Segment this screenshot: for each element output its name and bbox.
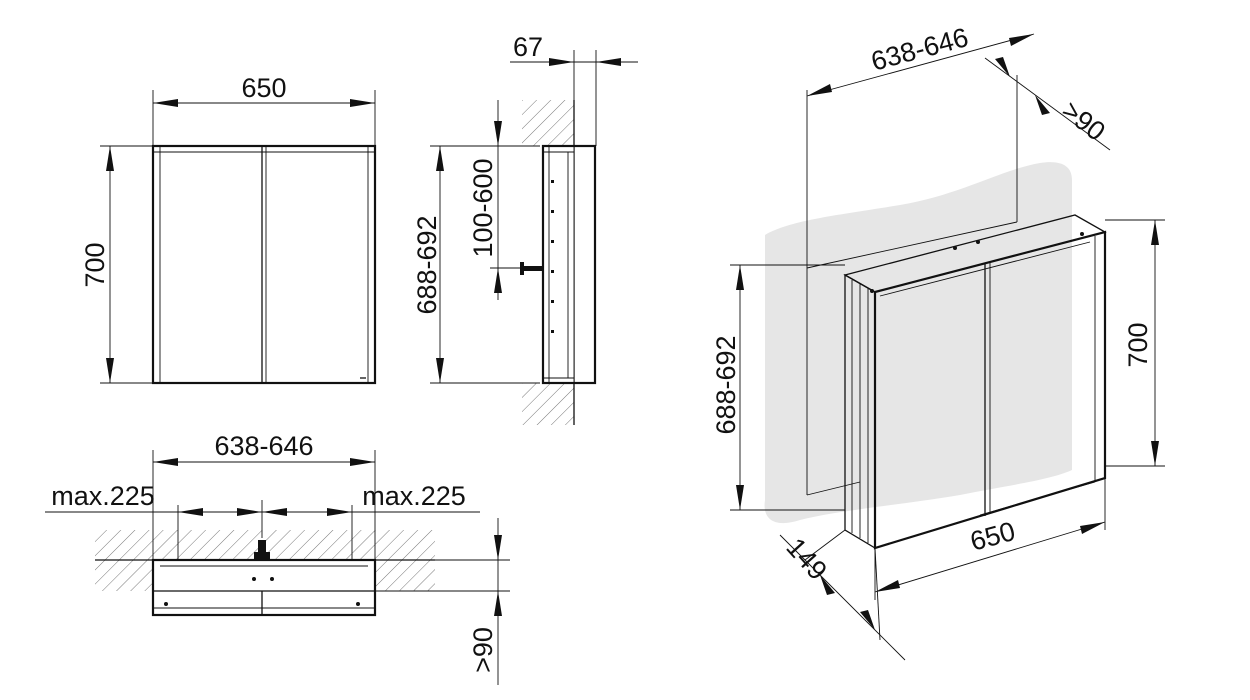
wall-shadow — [764, 162, 1072, 524]
iso-mount-height-label: 688-692 — [711, 335, 741, 434]
side-view: 67 688-692 100-600 — [412, 32, 638, 425]
iso-view: 638-646 >90 688-692 700 650 149 — [711, 22, 1165, 661]
front-view: 650 700 — [80, 73, 377, 385]
front-height-label: 700 — [80, 242, 110, 287]
top-max-left-label: max.225 — [51, 481, 155, 511]
front-width-label: 650 — [241, 73, 286, 103]
iso-depth-label: 149 — [780, 532, 832, 586]
iso-height-label: 700 — [1123, 322, 1153, 367]
shelf-dots — [551, 180, 554, 333]
iso-clearance-label: >90 — [1056, 95, 1111, 147]
side-connection-label: 100-600 — [468, 158, 498, 257]
top-max-right-label: max.225 — [362, 481, 466, 511]
top-width-label: 638-646 — [214, 431, 313, 461]
socket-plug-icon — [254, 540, 270, 560]
iso-width-top-label: 638-646 — [868, 22, 971, 77]
top-view: 638-646 max.225 max.225 >90 — [45, 431, 510, 685]
socket-plug-icon — [520, 262, 544, 275]
top-clearance-label: >90 — [468, 627, 498, 673]
side-cabinet-body — [541, 144, 597, 385]
cabinet-front-outline — [151, 144, 377, 385]
side-depth-label: 67 — [513, 32, 543, 62]
side-mount-height-label: 688-692 — [412, 215, 442, 314]
